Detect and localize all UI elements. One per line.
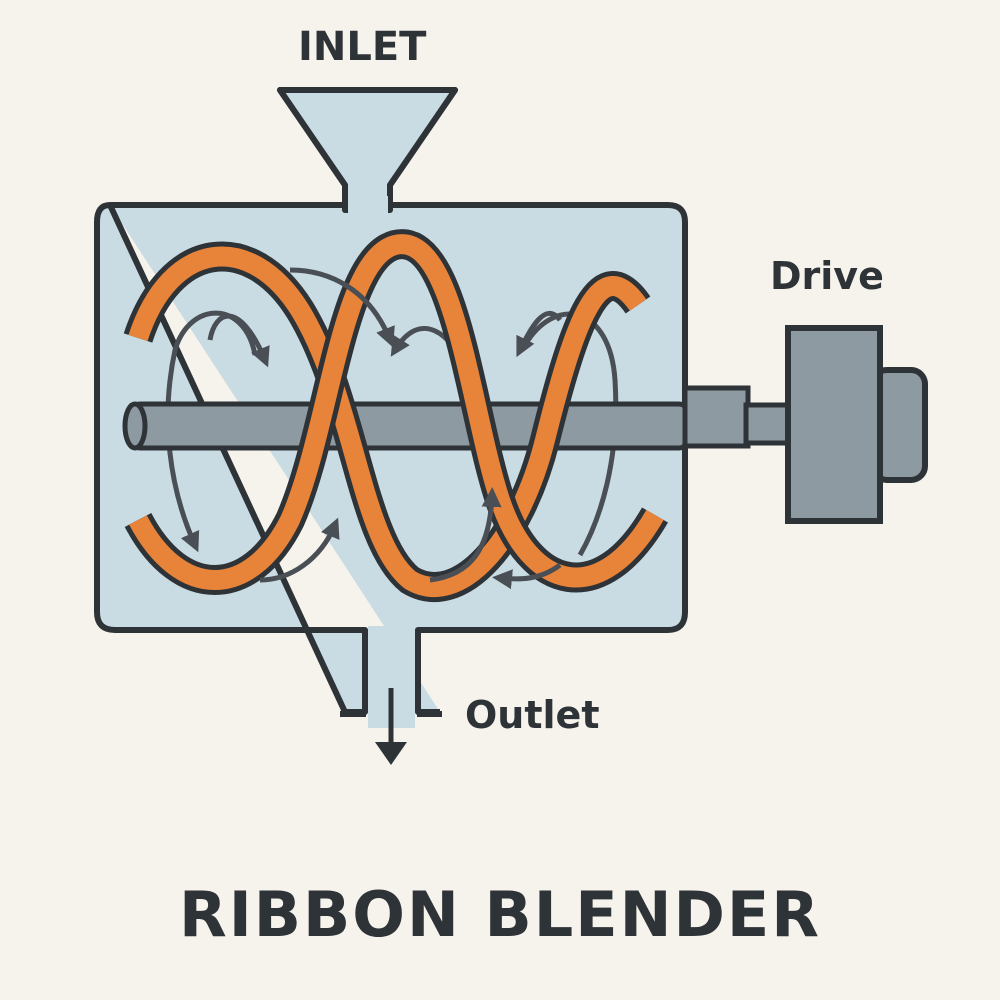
inlet-label: INLET xyxy=(298,24,427,70)
material-flow-arrows-front xyxy=(207,267,562,590)
helical-ribbon-icon xyxy=(123,229,668,602)
inlet-hopper-icon xyxy=(277,87,458,213)
diagram-title: RIBBON BLENDER xyxy=(178,878,822,951)
drive-motor-icon xyxy=(785,325,928,524)
outlet-down-arrow-icon xyxy=(375,688,407,765)
outlet-label: Outlet xyxy=(465,693,600,737)
drive-label: Drive xyxy=(770,254,884,298)
